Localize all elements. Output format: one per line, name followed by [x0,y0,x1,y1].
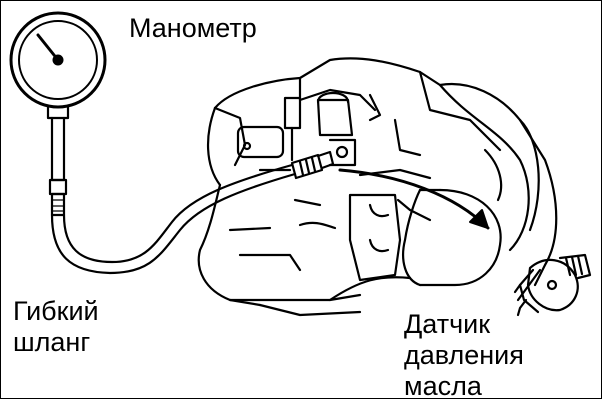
direction-arrow-icon [338,168,490,230]
flexible-hose-label: Гибкий шланг [13,296,99,358]
pressure-gauge-label: Манометр [129,13,257,43]
oil-pressure-sensor-label-line-1: Датчик [404,309,491,339]
oil-pressure-sensor-label: Датчик давления масла [404,309,524,402]
flexible-hose-icon [50,150,335,275]
flexible-hose-label-line-1: Гибкий [13,296,99,326]
oil-pressure-sensor-label-line-2: давления [404,340,524,370]
flexible-hose-label-line-2: шланг [13,327,91,357]
oil-pressure-sensor-icon [513,253,592,317]
engine-block-illustration [197,57,558,317]
oil-pressure-sensor-label-line-3: масла [404,371,482,401]
pressure-gauge-icon [9,11,107,217]
